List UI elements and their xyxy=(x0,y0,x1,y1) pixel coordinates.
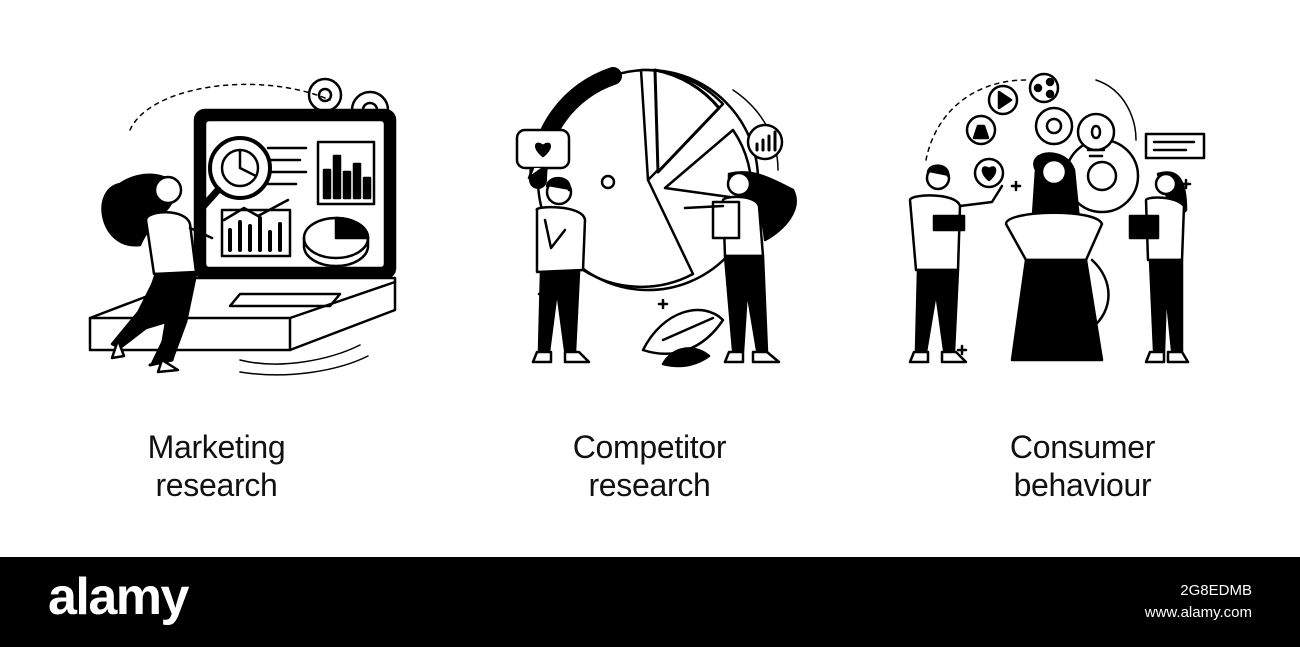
consumer-behaviour-card: Consumer behaviour xyxy=(866,0,1299,557)
caption-line1: Competitor xyxy=(572,429,727,465)
laptop-analytics-icon xyxy=(88,77,397,376)
caption-line2: behaviour xyxy=(1013,467,1152,503)
pie-chart-people-icon xyxy=(515,67,797,368)
site-url[interactable]: www.alamy.com xyxy=(1144,604,1252,621)
caption-line2: research xyxy=(155,467,278,503)
illustration-panel: Marketing research xyxy=(0,0,1299,557)
caption-line1: Consumer xyxy=(1009,429,1156,465)
brand-logo[interactable]: alamy xyxy=(48,568,189,626)
caption-line2: research xyxy=(588,467,711,503)
marketing-research-card: Marketing research xyxy=(0,0,433,557)
consumer-behaviour-caption: Consumer behaviour xyxy=(866,428,1299,504)
image-id: 2G8EDMB xyxy=(1180,582,1252,599)
competitor-research-caption: Competitor research xyxy=(433,428,866,504)
competitor-research-card: Competitor research xyxy=(433,0,866,557)
watermark-footer: alamy 2G8EDMB www.alamy.com xyxy=(0,557,1300,647)
caption-line1: Marketing xyxy=(147,429,286,465)
consumer-people-icon xyxy=(908,72,1206,364)
marketing-research-caption: Marketing research xyxy=(0,428,433,504)
image-id-block: 2G8EDMB www.alamy.com xyxy=(1145,580,1252,624)
